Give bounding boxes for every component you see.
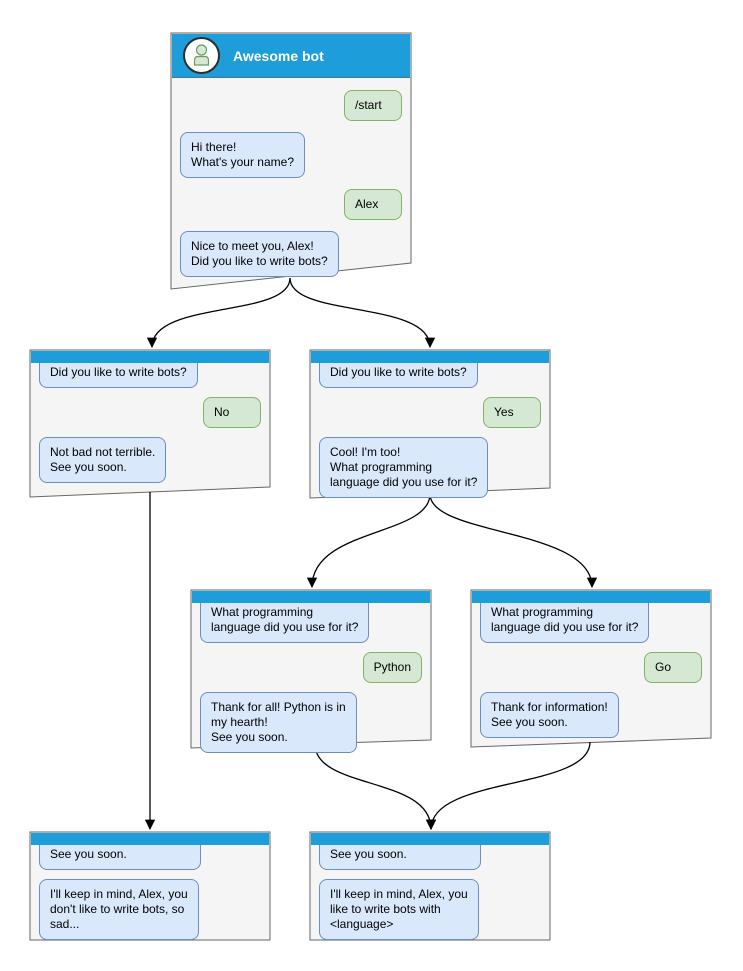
user-message-bubble: /start [344, 90, 402, 121]
chat-window-end-no: See you soon. I'll keep in mind, Alex, y… [30, 832, 270, 950]
bot-message-bubble: See you soon. [39, 845, 201, 870]
user-message-bubble: Go [644, 652, 702, 683]
chat-window-header [192, 591, 430, 603]
chat-window-main: Awesome bot /start Hi there! What's your… [171, 33, 411, 287]
bot-message-bubble: Thank for information! See you soon. [480, 692, 619, 738]
flow-arrows [144, 277, 598, 831]
chat-window-header: Awesome bot [172, 34, 410, 78]
arrow-main-to-yes [289, 277, 436, 349]
bot-title: Awesome bot [233, 47, 324, 64]
bot-message-bubble: Cool! I'm too! What programming language… [319, 437, 489, 498]
bot-message-bubble: Hi there! What's your name? [180, 132, 306, 178]
user-message-bubble: No [203, 397, 261, 428]
chat-window-header [31, 833, 269, 845]
arrow-main-to-no [146, 277, 291, 349]
chat-window-branch-no: Did you like to write bots? No Not bad n… [30, 350, 270, 493]
user-message-bubble: Yes [483, 397, 541, 428]
bot-message-bubble: I'll keep in mind, Alex, you like to wri… [319, 879, 479, 940]
chat-window-header [311, 351, 549, 363]
arrow-yes-to-go [429, 493, 598, 589]
bot-avatar-person-icon [183, 37, 220, 74]
arrow-go-to-end-yes [425, 741, 591, 831]
bot-message-bubble: Did you like to write bots? [39, 363, 198, 388]
bot-message-bubble: Did you like to write bots? [319, 363, 478, 388]
bot-message-bubble: See you soon. [319, 845, 481, 870]
bot-message-bubble: What programming language did you use fo… [480, 603, 650, 643]
chat-window-header [311, 833, 549, 845]
chat-window-header [472, 591, 710, 603]
chat-window-branch-python: What programming language did you use fo… [191, 590, 431, 763]
bot-message-bubble: What programming language did you use fo… [200, 603, 370, 643]
chat-window-branch-go: What programming language did you use fo… [471, 590, 711, 748]
user-message-bubble: Alex [344, 189, 402, 220]
bot-message-bubble: Not bad not terrible. See you soon. [39, 437, 167, 483]
bot-message-bubble: I'll keep in mind, Alex, you don't like … [39, 879, 199, 940]
bot-message-bubble: Nice to meet you, Alex! Did you like to … [180, 231, 339, 277]
bot-message-bubble: Thank for all! Python is in my hearth! S… [200, 692, 357, 753]
chat-window-end-yes: See you soon. I'll keep in mind, Alex, y… [310, 832, 550, 950]
arrow-yes-to-python [306, 493, 431, 589]
chat-window-branch-yes: Did you like to write bots? Yes Cool! I'… [310, 350, 550, 508]
chat-window-header [31, 351, 269, 363]
arrow-python-to-end-yes [314, 743, 437, 831]
user-message-bubble: Python [362, 652, 422, 683]
